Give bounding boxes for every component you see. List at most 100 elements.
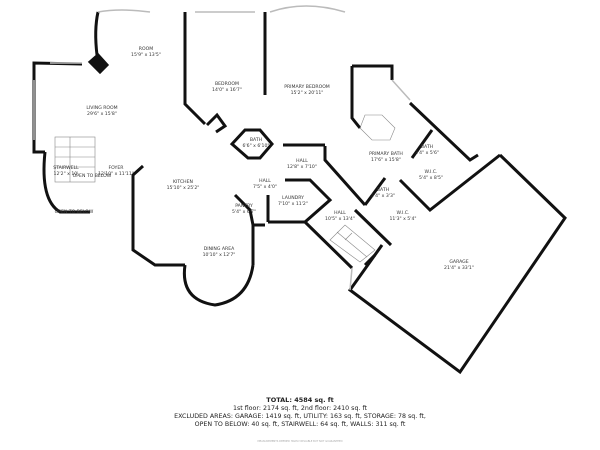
excluded-areas-continued: OPEN TO BELOW: 40 sq. ft, STAIRWELL: 64 … (194, 421, 406, 428)
room-name: PRIMARY BEDROOM (284, 85, 330, 90)
room-dims: 21'4" x 33'1" (444, 266, 474, 271)
room-label: W.I.C.11'3" x 5'4" (389, 211, 416, 223)
window (97, 9, 151, 13)
room-dims: 6'6" x 6'10" (242, 144, 270, 149)
window (269, 5, 346, 13)
tub (359, 114, 396, 141)
room-dims: 7'5" x 4'0" (252, 185, 278, 190)
room-label: OPEN TO BELOW (73, 174, 112, 180)
wall (303, 220, 354, 270)
room-name: W.I.C. (424, 170, 438, 175)
room-name: HALL (296, 159, 308, 164)
room-name: PANTRY (235, 204, 253, 209)
room-name: ROOM (138, 47, 154, 52)
room-dims: 15'2" x 20'11" (290, 91, 324, 96)
room-dims: 17'6" x 15'8" (371, 158, 401, 163)
room-dims: 7'10" x 11'2" (278, 202, 308, 207)
room-dims: 10'10" x 12'7" (202, 253, 236, 258)
room-dims: 12'8" x 7'10" (287, 165, 317, 170)
fireplace (87, 52, 110, 75)
room-dims: 12'10" x 11'11" (98, 172, 134, 177)
wall (205, 112, 228, 134)
room-name: OPEN TO BELOW (72, 174, 112, 179)
wall (352, 64, 394, 80)
wall (42, 151, 90, 214)
wall (353, 208, 393, 247)
room-name: HALL (334, 211, 346, 216)
room-name: FOYER (108, 166, 124, 171)
window (391, 79, 411, 101)
stair-tread (344, 232, 353, 241)
room-dims: 5'4" x 6'7" (231, 210, 257, 215)
wall (131, 164, 185, 267)
wall (323, 146, 367, 206)
room-dims: 5'4" x 8'5" (418, 176, 444, 181)
floor-areas: 1st floor: 2174 sq. ft, 2nd floor: 2410 … (232, 405, 368, 412)
wall (32, 61, 83, 154)
room-name: PRIMARY BATH (369, 152, 403, 157)
room-label: OPEN TO BELOW (55, 210, 94, 216)
wall (229, 128, 274, 160)
wall (182, 264, 255, 307)
wall (398, 153, 501, 213)
room-name: GARAGE (449, 260, 469, 265)
room-dims: 5'4" x 3'3" (370, 194, 396, 199)
room-name: KITCHEN (173, 180, 193, 185)
room-label: W.I.C.5'4" x 8'5" (419, 170, 443, 182)
wall (350, 66, 362, 129)
wall (408, 101, 479, 162)
wall (363, 177, 387, 206)
room-dims: 3'4" x 5'6" (414, 151, 440, 156)
room-name: LIVING ROOM (86, 106, 118, 111)
wall (94, 11, 100, 56)
wall (183, 12, 207, 126)
room-name: W.I.C. (396, 211, 410, 216)
room-name: DINING AREA (203, 247, 235, 252)
room-dims: 15'9" x 13'5" (131, 53, 161, 58)
room-name: BEDROOM (215, 82, 239, 87)
room-name: BATH (249, 138, 263, 143)
room-dims: 12'2" x 10' (53, 172, 79, 177)
wall (347, 153, 567, 375)
room-name: BATH (420, 145, 434, 150)
disclaimer: MEASUREMENTS DEEMED HIGHLY RELIABLE BUT … (257, 440, 343, 443)
window (349, 267, 353, 291)
room-dims: 11'3" x 5'4" (389, 217, 417, 222)
wall (268, 178, 333, 224)
stair-tread (336, 231, 368, 258)
total-area: TOTAL: 4584 sq. ft (266, 396, 334, 404)
wall (410, 129, 434, 159)
room-name: STAIRWELL (53, 166, 79, 171)
room-name: LAUNDRY (282, 196, 304, 201)
room-dims: 10'5" x 13'4" (325, 217, 355, 222)
stairs (329, 224, 376, 263)
room-dims: 15'10" x 25'2" (166, 186, 200, 191)
wall (251, 223, 265, 265)
room-dims: 14'0" x 16'7" (212, 88, 242, 93)
room-name: HALL (259, 179, 271, 184)
room-name: OPEN TO BELOW (54, 210, 94, 215)
stairs (54, 136, 96, 183)
room-name: BATH (376, 188, 390, 193)
room-dims: 29'6" x 15'8" (87, 112, 117, 117)
